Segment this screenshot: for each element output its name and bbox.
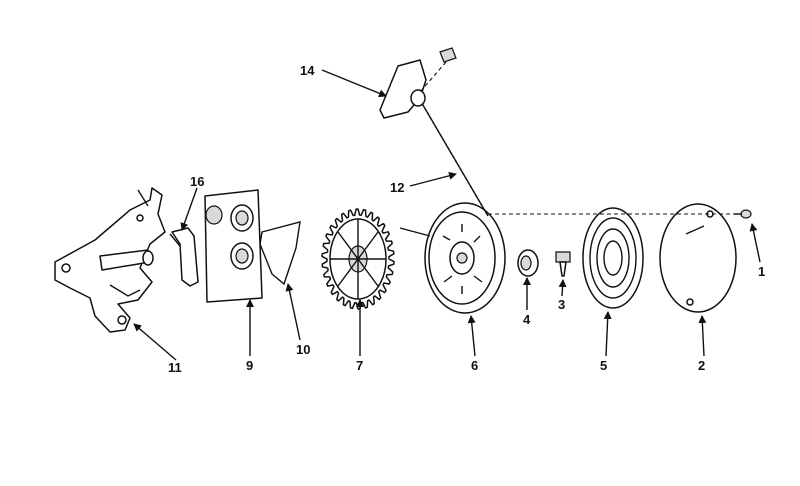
part-5-spring [582,207,644,309]
callout-7: 7 [356,358,363,373]
callout-labels: 14 12 16 11 9 10 7 6 4 3 5 2 1 [168,63,765,375]
leader-5 [603,311,612,357]
part-7-gear [321,208,395,310]
callout-5: 5 [600,358,607,373]
leader-lines [133,69,761,361]
leader-14 [321,69,387,98]
leader-16 [180,187,198,231]
leader-11 [133,323,177,361]
part-11-bracket [54,187,166,333]
part-2-cover [659,203,737,313]
part-4-bushing [517,249,539,277]
callout-2: 2 [698,358,705,373]
part-16-pawl [169,227,199,287]
callout-12: 12 [390,180,404,195]
callout-11: 11 [168,360,182,375]
callout-1: 1 [758,264,765,279]
callout-4: 4 [523,312,531,327]
part-3-screw [555,251,571,277]
leader-2 [698,315,707,357]
part-12-rope [419,99,489,217]
callout-16: 16 [190,174,204,189]
part-10-wire-spring [259,221,301,286]
part-9-plate [204,189,263,303]
leader-6 [467,315,476,357]
part-6-pulley [399,202,506,314]
callout-3: 3 [558,297,565,312]
leader-12 [409,171,457,187]
leader-1 [749,223,761,263]
callout-10: 10 [296,342,310,357]
leader-3 [558,279,567,297]
part-14-handle [379,47,457,119]
callout-6: 6 [471,358,478,373]
callout-9: 9 [246,358,253,373]
leader-10 [285,283,301,341]
callout-14: 14 [300,63,315,78]
